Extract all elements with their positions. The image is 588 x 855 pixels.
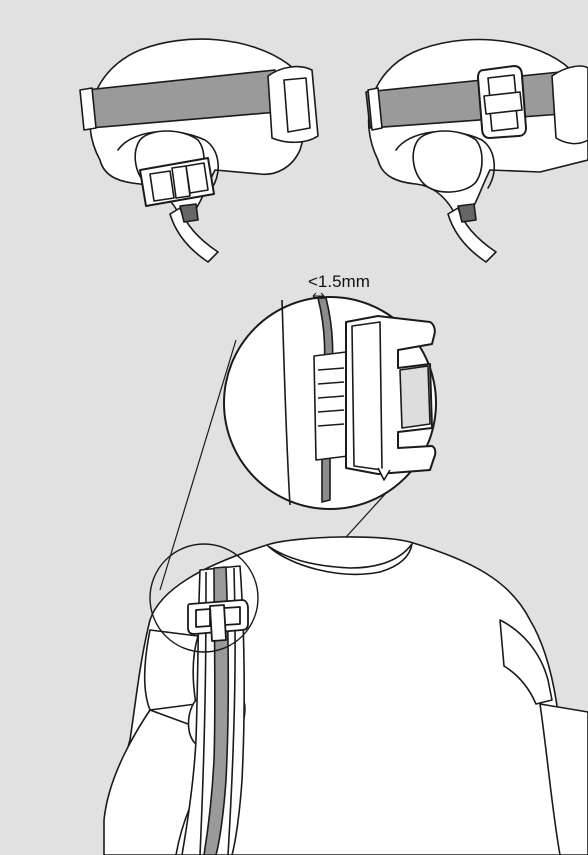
helmet-right-illustration: [366, 40, 588, 263]
person-illustration: [104, 537, 588, 855]
detail-device-window: [400, 366, 430, 428]
magnified-detail: <1.5mm: [224, 272, 436, 509]
helmet-right-earpad: [413, 131, 482, 192]
strap-device-clip: [210, 605, 226, 641]
helmet-left-buckle: [180, 204, 198, 222]
helmet-left-device-clip: [172, 166, 190, 198]
helmet-left-illustration: [80, 39, 318, 262]
tshirt-left-sleeve: [145, 630, 198, 710]
helmet-right-goggles: [552, 66, 588, 144]
gap-label: <1.5mm: [308, 272, 370, 291]
detail-device-front: [352, 322, 382, 470]
helmet-right-buckle: [458, 204, 476, 222]
helmet-right-device-clip: [484, 92, 522, 114]
